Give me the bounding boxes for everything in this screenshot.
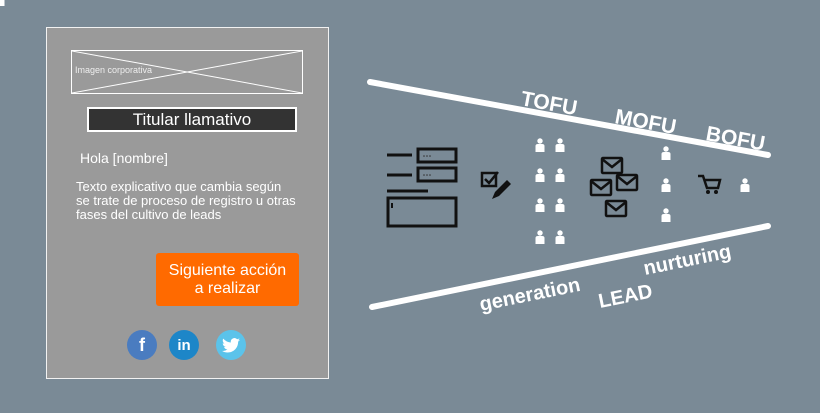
email-template-card: Imagen corporativa Titular llamativo Hol… bbox=[46, 27, 329, 379]
cart-icon bbox=[698, 174, 722, 194]
linkedin-icon[interactable]: in bbox=[169, 330, 199, 360]
greeting: Hola [nombre] bbox=[80, 150, 168, 166]
funnel-bottom-line bbox=[369, 223, 771, 310]
cta-line-2: a realizar bbox=[194, 279, 261, 297]
funnel-top-line bbox=[367, 79, 771, 158]
cta-line-1: Siguiente acción bbox=[168, 261, 287, 279]
checkbox-pencil-icon bbox=[480, 171, 511, 199]
bofu-label: BOFU bbox=[704, 122, 767, 155]
headline: Titular llamativo bbox=[87, 107, 297, 132]
lead-label: LEAD bbox=[597, 280, 655, 312]
image-placeholder-label: Imagen corporativa bbox=[75, 65, 153, 75]
twitter-icon[interactable] bbox=[216, 330, 246, 360]
people-group-icon bbox=[0, 0, 565, 244]
tofu-label: TOFU bbox=[519, 87, 579, 120]
placeholder-cross-icon bbox=[72, 51, 302, 93]
form-icon bbox=[386, 147, 458, 228]
image-placeholder: Imagen corporativa bbox=[71, 50, 303, 94]
facebook-icon[interactable]: f bbox=[127, 330, 157, 360]
envelopes-icon bbox=[589, 156, 639, 218]
body-text: Texto explicativo que cambia según se tr… bbox=[76, 179, 296, 222]
